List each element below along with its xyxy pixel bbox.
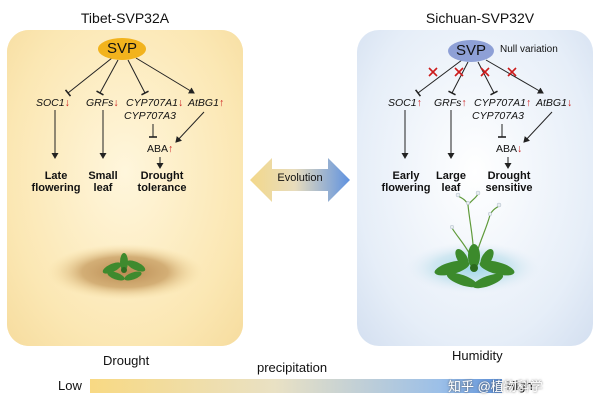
left-connectors bbox=[51, 57, 205, 169]
left-outcome-leaf: Small leaf bbox=[88, 170, 118, 194]
left-aba-direction: ↑ bbox=[168, 143, 174, 155]
left-svp-label: SVP bbox=[106, 40, 137, 57]
right-atbg1-name: AtBG1 bbox=[536, 97, 567, 109]
left-gene-grfs: GRFs↓ bbox=[86, 97, 119, 109]
left-gene-atbg1: AtBG1↑ bbox=[188, 97, 224, 109]
left-cyp707a1-direction: ↓ bbox=[177, 97, 184, 109]
left-grfs-direction: ↓ bbox=[113, 97, 119, 109]
left-svp-grfs-repression bbox=[96, 59, 119, 96]
left-gene-soc1: SOC1↓ bbox=[36, 97, 70, 109]
evolution-double-arrow bbox=[250, 158, 350, 202]
left-outcome-flowering: Late flowering bbox=[31, 170, 81, 194]
right-gene-cyp707a1: CYP707A1↑ bbox=[474, 97, 531, 109]
right-outcome-drought: Drought sensitive bbox=[485, 170, 533, 194]
left-soc1-direction: ↓ bbox=[64, 97, 70, 109]
right-environment-label: Humidity bbox=[452, 348, 503, 363]
x-mark-soc1 bbox=[428, 67, 438, 77]
left-environment-label: Drought bbox=[103, 353, 150, 368]
right-atbg1-direction: ↓ bbox=[566, 97, 573, 109]
precipitation-title: precipitation bbox=[257, 360, 328, 375]
left-atbg1-direction: ↑ bbox=[218, 97, 225, 109]
left-plant-rosette-icon bbox=[102, 253, 146, 281]
left-svp-soc1-repression bbox=[64, 57, 113, 97]
right-outcome-flowering: Early flowering bbox=[381, 170, 431, 194]
right-aba-direction: ↓ bbox=[517, 143, 523, 155]
precipitation-gradient-bar bbox=[90, 379, 502, 393]
right-grfs-name: GRFs bbox=[434, 97, 462, 109]
right-cyp707a3-name: CYP707A3 bbox=[472, 110, 524, 122]
right-gene-cyp707a3: CYP707A3 bbox=[472, 110, 524, 122]
right-soc1-name: SOC1 bbox=[388, 97, 417, 109]
right-svp-grfs-repression bbox=[448, 61, 469, 96]
right-outcome-leaf: Large leaf bbox=[436, 170, 466, 194]
watermark: 知乎 @植物科学 bbox=[448, 379, 543, 394]
right-svp-atbg1-activation bbox=[485, 59, 544, 94]
right-gene-soc1: SOC1↑ bbox=[388, 97, 422, 109]
left-gene-cyp707a3: CYP707A3 bbox=[124, 110, 176, 122]
right-svp-node: SVP bbox=[448, 40, 494, 62]
right-connectors bbox=[401, 59, 553, 169]
left-outcome-drought: Drought tolerance bbox=[137, 170, 187, 194]
left-atbg1-name: AtBG1 bbox=[188, 97, 219, 109]
right-svp-label: SVP bbox=[455, 42, 486, 59]
precipitation-low-label: Low bbox=[58, 378, 82, 393]
x-mark-atbg1 bbox=[507, 67, 517, 77]
right-gene-grfs: GRFs↑ bbox=[434, 97, 467, 109]
right-aba-name: ABA bbox=[496, 143, 518, 155]
right-plant-icon bbox=[434, 190, 515, 289]
right-aba: ABA↓ bbox=[496, 143, 522, 155]
right-cyp707a1-name: CYP707A1 bbox=[474, 97, 526, 109]
null-variation-x-marks bbox=[428, 67, 517, 77]
null-variation-note: Null variation bbox=[500, 44, 558, 55]
left-aba-name: ABA bbox=[147, 143, 169, 155]
left-svp-atbg1-activation bbox=[135, 57, 195, 94]
precipitation-high-label: High bbox=[506, 378, 533, 393]
evolution-label: Evolution bbox=[277, 172, 323, 184]
right-cyp707a1-direction: ↑ bbox=[525, 97, 532, 109]
right-svp-cyp-repression bbox=[477, 61, 498, 96]
right-atbg1-aba-activation bbox=[523, 111, 553, 143]
left-atbg1-aba-activation bbox=[175, 111, 205, 143]
x-mark-cyp bbox=[480, 67, 490, 77]
left-panel-title: Tibet-SVP32A bbox=[80, 10, 170, 26]
left-svp-cyp-repression bbox=[127, 59, 149, 96]
left-grfs-name: GRFs bbox=[86, 97, 114, 109]
left-cyp707a1-name: CYP707A1 bbox=[126, 97, 178, 109]
left-soc1-name: SOC1 bbox=[36, 97, 65, 109]
right-svp-soc1-repression bbox=[414, 59, 463, 97]
right-panel-title: Sichuan-SVP32V bbox=[425, 10, 535, 26]
x-mark-grfs bbox=[454, 67, 464, 77]
right-grfs-direction: ↑ bbox=[461, 97, 467, 109]
left-svp-node: SVP bbox=[98, 38, 146, 60]
left-gene-cyp707a1: CYP707A1↓ bbox=[126, 97, 183, 109]
right-gene-atbg1: AtBG1↓ bbox=[536, 97, 572, 109]
left-aba: ABA↑ bbox=[147, 143, 173, 155]
right-soc1-direction: ↑ bbox=[416, 97, 422, 109]
left-cyp707a3-name: CYP707A3 bbox=[124, 110, 176, 122]
